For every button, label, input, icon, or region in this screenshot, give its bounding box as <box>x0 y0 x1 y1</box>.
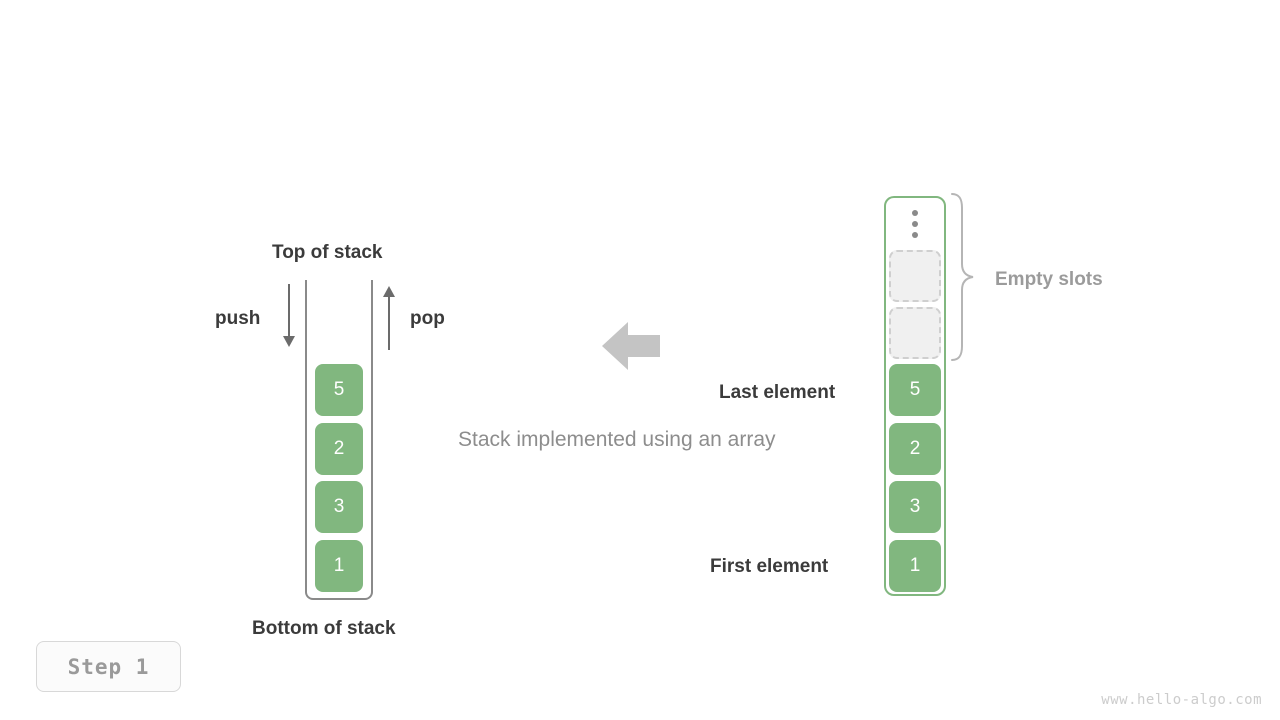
step-badge: Step 1 <box>36 641 181 692</box>
first-element-label: First element <box>710 556 829 577</box>
array-element[interactable]: 3 <box>889 481 941 533</box>
watermark: www.hello-algo.com <box>1101 692 1262 708</box>
diagram-caption: Stack implemented using an array <box>458 428 776 451</box>
stack-element[interactable]: 3 <box>315 481 363 533</box>
vertical-ellipsis-icon <box>912 210 918 240</box>
pop-label: pop <box>410 308 445 329</box>
stack-element[interactable]: 1 <box>315 540 363 592</box>
array-element[interactable]: 5 <box>889 364 941 416</box>
stack-element[interactable]: 2 <box>315 423 363 475</box>
stack-figure: Top of stack push pop 5 2 3 1 Bottom of … <box>0 0 520 720</box>
empty-slot <box>889 307 941 359</box>
last-element-label: Last element <box>719 382 836 403</box>
push-label: push <box>215 308 261 329</box>
top-of-stack-label: Top of stack <box>272 242 383 263</box>
empty-slots-label: Empty slots <box>995 269 1103 290</box>
curly-brace-icon <box>950 192 976 362</box>
arrow-left-icon <box>602 318 660 374</box>
empty-slot <box>889 250 941 302</box>
array-element[interactable]: 1 <box>889 540 941 592</box>
array-element[interactable]: 2 <box>889 423 941 475</box>
bottom-of-stack-label: Bottom of stack <box>252 618 396 639</box>
stack-container-walls <box>305 280 373 600</box>
stack-element[interactable]: 5 <box>315 364 363 416</box>
array-figure: 5 2 3 1 Empty slots <box>820 0 1280 720</box>
